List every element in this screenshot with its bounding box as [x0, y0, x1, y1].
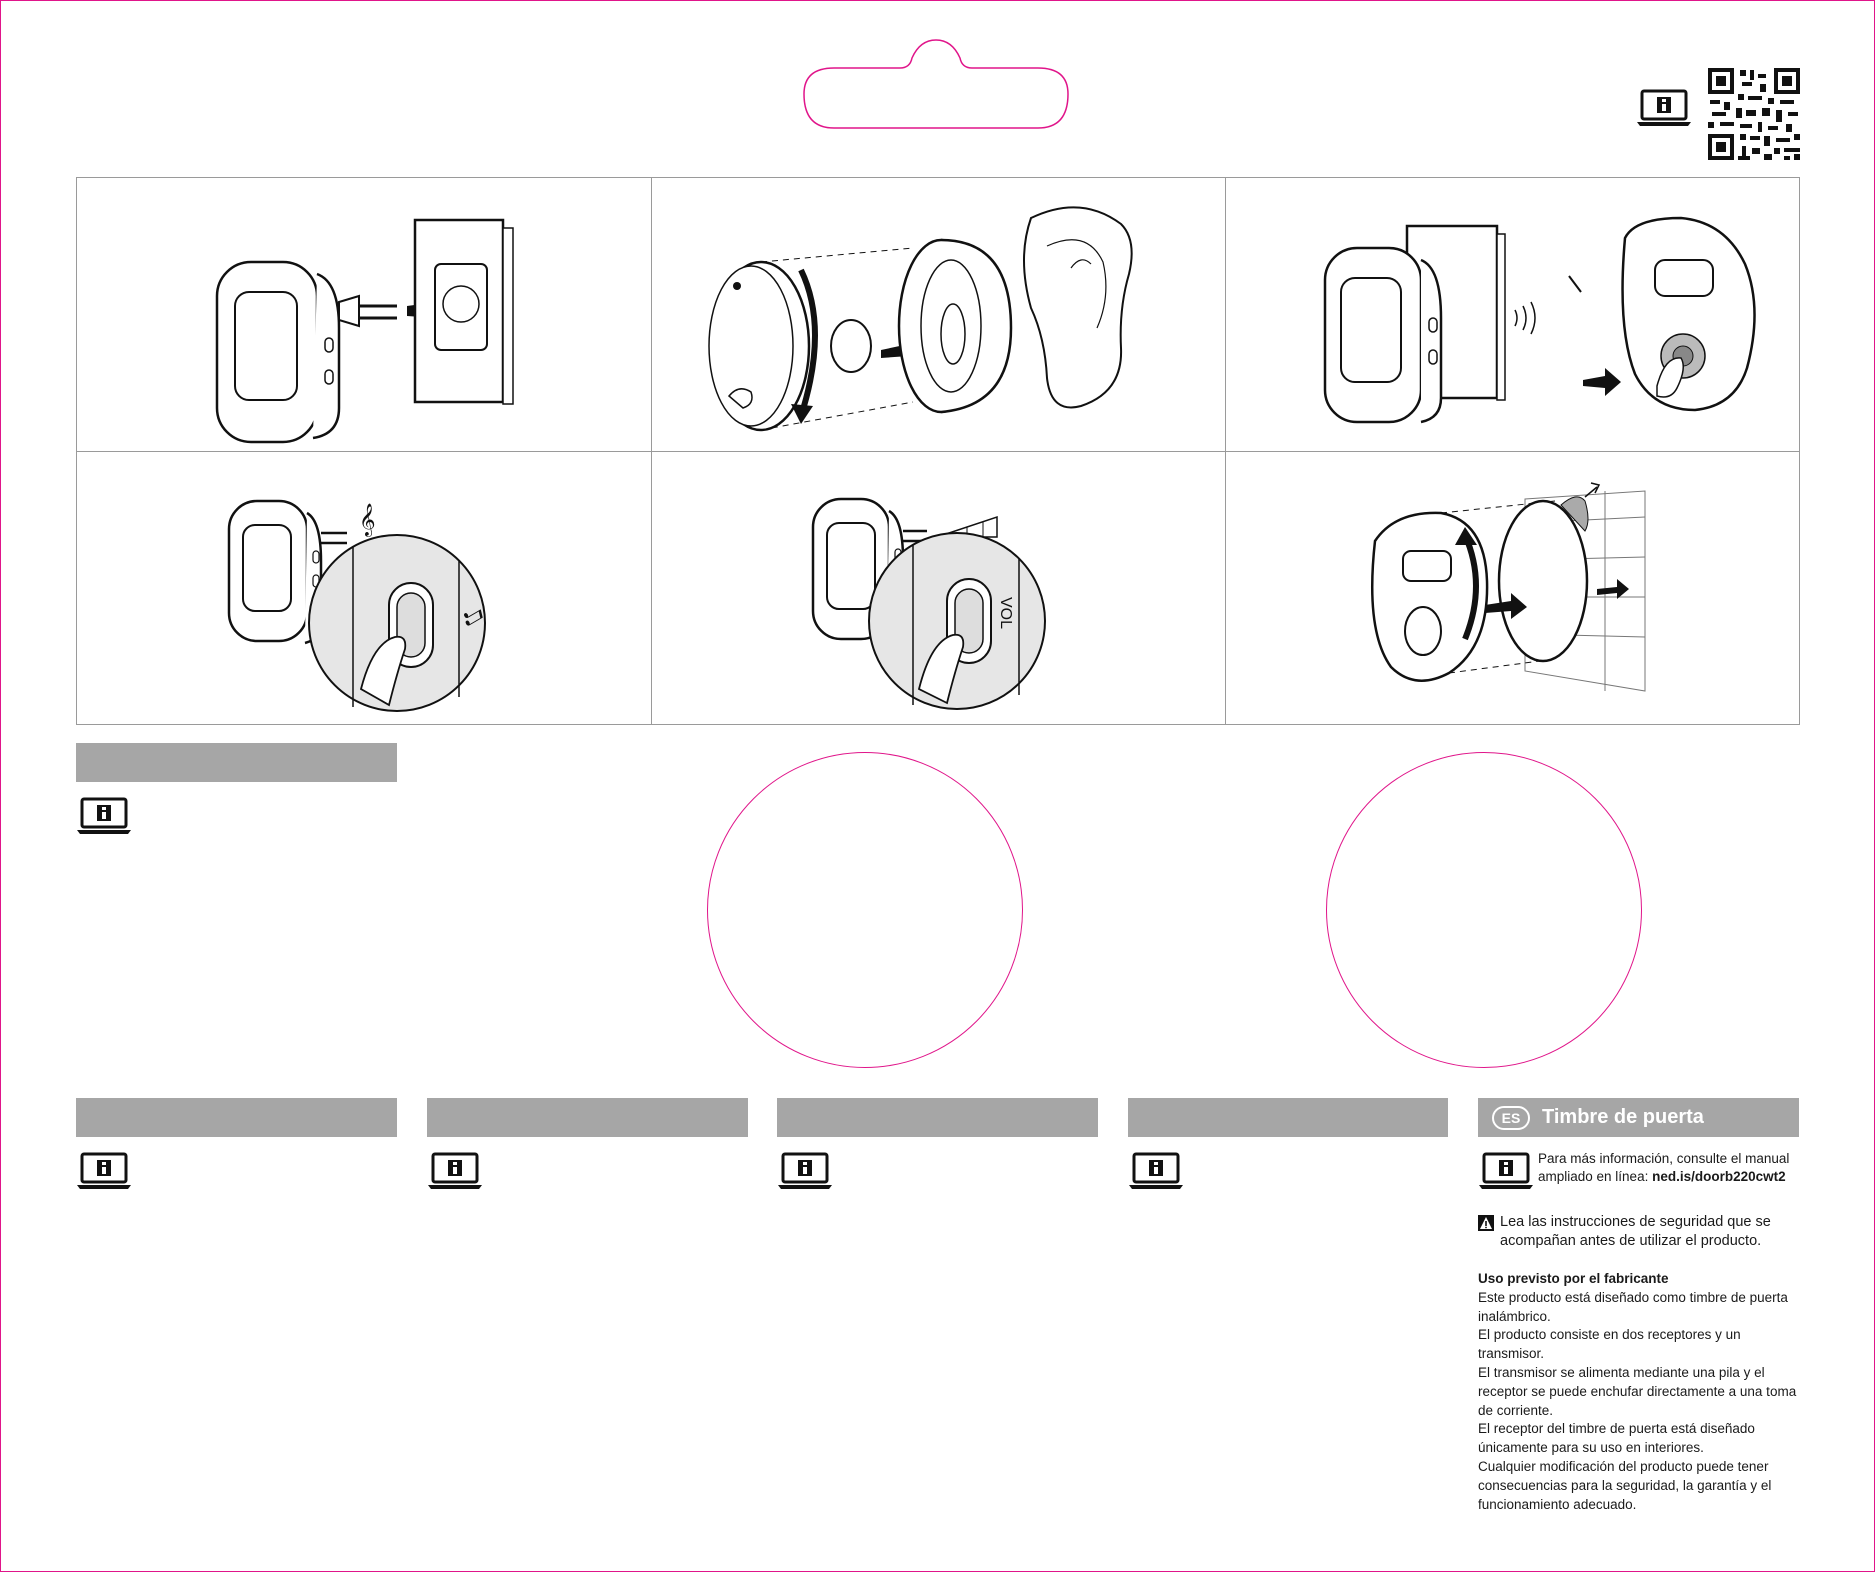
laptop-info-icon [1129, 1152, 1183, 1189]
section-header-bar-1 [76, 1098, 397, 1137]
step-5-volume-illustration: VOL [651, 451, 1225, 724]
svg-text:𝄞: 𝄞 [359, 503, 376, 537]
laptop-info-icon [1637, 89, 1691, 126]
section-header-bar-2 [427, 1098, 748, 1137]
laptop-info-icon [77, 797, 131, 834]
die-cut-circle-left [707, 752, 1023, 1068]
section-header-bar-4 [1128, 1098, 1448, 1137]
step-3-pairing-illustration [1225, 178, 1799, 451]
intended-use-heading: Uso previsto por el fabricante [1478, 1271, 1669, 1286]
step-4-melody-illustration: 𝄞 ♫ [77, 451, 651, 724]
online-manual-line1: Para más información, consulte el manual [1538, 1151, 1790, 1166]
step-2-battery-illustration [651, 178, 1225, 451]
intended-use-paragraph: Cualquier modificación del producto pued… [1478, 1458, 1772, 1512]
step-1-plug-in-illustration [77, 178, 651, 451]
step-6-mounting-illustration [1225, 451, 1799, 724]
laptop-info-icon [778, 1152, 832, 1189]
qr-code-icon [1708, 68, 1800, 160]
language-badge: ES [1492, 1105, 1530, 1130]
safety-warning: Lea las instrucciones de seguridad que s… [1478, 1213, 1808, 1251]
online-manual-line2: ampliado en línea: [1538, 1169, 1653, 1184]
vol-label: VOL [997, 597, 1014, 629]
intended-use-paragraph: El producto consiste en dos receptores y… [1478, 1327, 1741, 1362]
intended-use-paragraph: Este producto está diseñado como timbre … [1478, 1289, 1788, 1324]
section-header-bar-top [76, 743, 397, 782]
section-title: Timbre de puerta [1542, 1106, 1704, 1128]
intended-use-paragraph: El receptor del timbre de puerta está di… [1478, 1421, 1755, 1456]
intended-use-section: Uso previsto por el fabricante Este prod… [1478, 1270, 1808, 1514]
illustration-grid: 𝄞 ♫ VO [76, 177, 1800, 725]
section-header-bar-3 [777, 1098, 1098, 1137]
online-manual-note: Para más información, consulte el manual… [1538, 1150, 1808, 1186]
section-header-es: ES Timbre de puerta [1478, 1098, 1799, 1137]
die-cut-circle-right [1326, 752, 1642, 1068]
warning-triangle-icon [1478, 1215, 1494, 1231]
hang-tab-outline [803, 39, 1069, 129]
laptop-info-icon [77, 1152, 131, 1189]
intended-use-paragraph: El transmisor se alimenta mediante una p… [1478, 1364, 1797, 1418]
safety-warning-text: Lea las instrucciones de seguridad que s… [1500, 1214, 1771, 1249]
manual-link[interactable]: ned.is/doorb220cwt2 [1652, 1169, 1786, 1184]
laptop-info-icon [1479, 1152, 1533, 1189]
laptop-info-icon [428, 1152, 482, 1189]
